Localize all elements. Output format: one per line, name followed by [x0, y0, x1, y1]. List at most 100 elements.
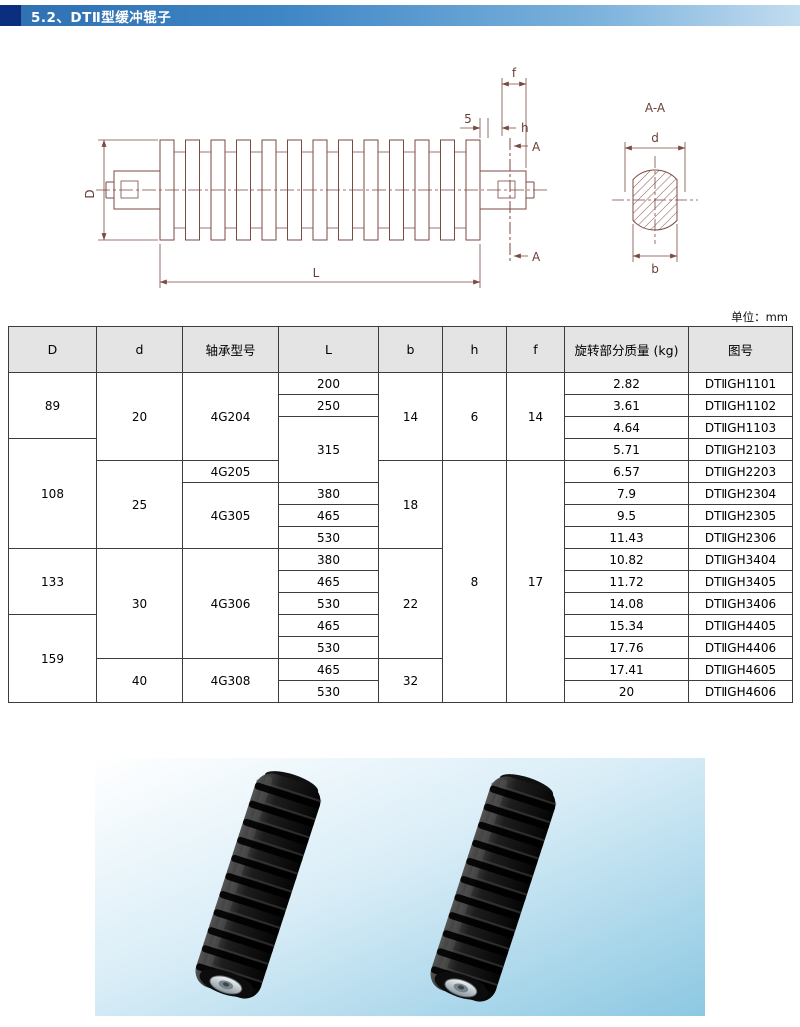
table-cell: 14	[378, 372, 443, 461]
dimension-b: b	[632, 224, 678, 276]
table-cell: 380	[278, 548, 379, 571]
table-cell: DTⅡGH4606	[688, 680, 793, 703]
table-cell: DTⅡGH3405	[688, 570, 793, 593]
table-cell: 530	[278, 592, 379, 615]
table-cell: 4G305	[182, 482, 279, 549]
table-cell: 465	[278, 570, 379, 593]
column-header: 轴承型号	[182, 326, 279, 373]
table-cell: DTⅡGH1103	[688, 416, 793, 439]
table-cell: 4G306	[182, 548, 279, 659]
column-header: 图号	[688, 326, 793, 373]
table-cell: 17	[506, 460, 565, 703]
section-title-bar: 5.2、DTⅡ型缓冲辊子	[0, 5, 800, 26]
table-cell: 530	[278, 680, 379, 703]
table-cell: 11.72	[564, 570, 689, 593]
column-header: d	[96, 326, 183, 373]
table-cell: DTⅡGH2103	[688, 438, 793, 461]
table-cell: DTⅡGH4405	[688, 614, 793, 637]
table-cell: DTⅡGH2305	[688, 504, 793, 527]
table-cell: 530	[278, 526, 379, 549]
table-cell: 11.43	[564, 526, 689, 549]
table-cell: 4G308	[182, 658, 279, 703]
roller-side-view: D L f	[83, 66, 550, 288]
table-cell: 10.82	[564, 548, 689, 571]
table-cell: DTⅡGH4605	[688, 658, 793, 681]
table-cell: 25	[96, 460, 183, 549]
section-label-a-top: A	[532, 140, 541, 154]
table-cell: 6.57	[564, 460, 689, 483]
table-cell: 3.61	[564, 394, 689, 417]
table-cell: DTⅡGH3404	[688, 548, 793, 571]
table-cell: 9.5	[564, 504, 689, 527]
table-cell: 159	[8, 614, 97, 703]
table-cell: 14.08	[564, 592, 689, 615]
table-cell: 465	[278, 614, 379, 637]
table-cell: DTⅡGH2306	[688, 526, 793, 549]
photo-background	[95, 758, 705, 1016]
table-cell: 200	[278, 372, 379, 395]
column-header: D	[8, 326, 97, 373]
technical-drawing: D L f	[10, 30, 790, 308]
column-header: f	[506, 326, 565, 373]
table-cell: 22	[378, 548, 443, 659]
unit-label: 单位：mm	[731, 310, 788, 324]
right-shaft-end	[479, 170, 535, 210]
table-cell: 465	[278, 504, 379, 527]
table-cell: 15.34	[564, 614, 689, 637]
column-header: 旋转部分质量 (kg)	[564, 326, 689, 373]
dim-label-f: f	[512, 66, 517, 80]
dimension-L: L	[159, 244, 481, 288]
section-view-title: A-A	[645, 101, 666, 115]
table-cell: 17.41	[564, 658, 689, 681]
table-cell: 5.71	[564, 438, 689, 461]
table-cell: 14	[506, 372, 565, 461]
section-title: 5.2、DTⅡ型缓冲辊子	[31, 9, 172, 26]
dim-label-5: 5	[464, 112, 472, 126]
dim-label-b: b	[651, 262, 659, 276]
dimension-f: f	[501, 66, 527, 168]
dimension-5-h: 5 h	[460, 112, 529, 138]
table-cell: DTⅡGH2304	[688, 482, 793, 505]
dimension-d: d	[624, 131, 686, 192]
title-accent-square	[0, 5, 21, 26]
table-cell: DTⅡGH3406	[688, 592, 793, 615]
section-view-a-a: A-A d b	[612, 101, 698, 276]
table-cell: DTⅡGH1102	[688, 394, 793, 417]
dim-label-h: h	[521, 121, 529, 135]
table-cell: 20	[96, 372, 183, 461]
table-cell: 530	[278, 636, 379, 659]
table-cell: 6	[442, 372, 507, 461]
product-photo	[95, 758, 705, 1016]
table-cell: 465	[278, 658, 379, 681]
table-cell: 20	[564, 680, 689, 703]
section-cut-line: A A	[509, 138, 541, 264]
table-cell: 18	[378, 460, 443, 549]
table-cell: 315	[278, 416, 379, 483]
section-label-a-bottom: A	[532, 250, 541, 264]
impact-rollers-photo-svg	[95, 758, 705, 1016]
table-cell: 108	[8, 438, 97, 549]
dim-label-d: d	[651, 131, 659, 145]
table-cell: 2.82	[564, 372, 689, 395]
table-cell: 250	[278, 394, 379, 417]
table-cell: 380	[278, 482, 379, 505]
table-cell: DTⅡGH1101	[688, 372, 793, 395]
dim-label-D: D	[83, 189, 97, 198]
table-cell: DTⅡGH4406	[688, 636, 793, 659]
column-header: b	[378, 326, 443, 373]
table-cell: 133	[8, 548, 97, 615]
table-cell: 7.9	[564, 482, 689, 505]
